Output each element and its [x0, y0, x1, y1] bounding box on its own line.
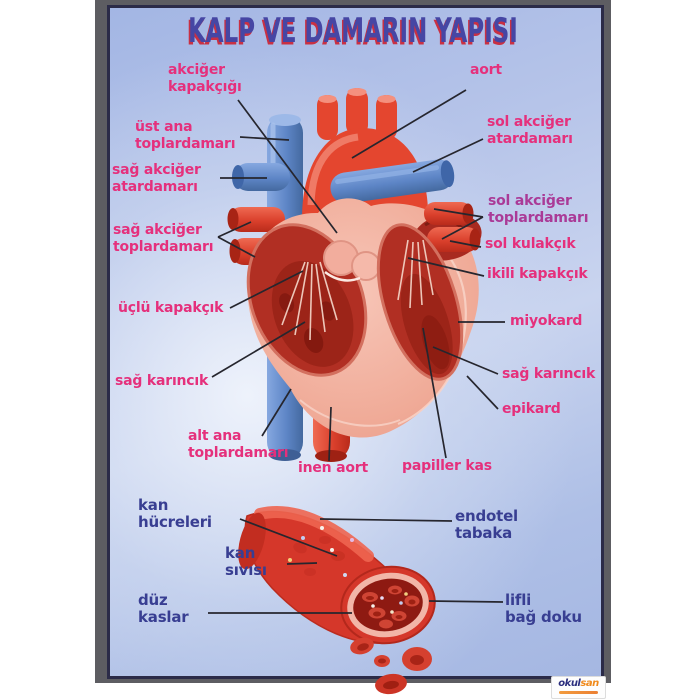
label-lifli-bag-doku: lifli bağ doku	[505, 592, 582, 626]
label-line: atardamarı	[487, 131, 573, 147]
label-line: sol akciğer	[487, 114, 571, 130]
label-line: sol akciğer	[488, 193, 572, 209]
label-sag-karincik-sag: sağ karıncık	[502, 366, 595, 383]
label-line: inen aort	[298, 460, 368, 476]
label-line: tabaka	[455, 524, 513, 542]
poster-title: KALP VE DAMARIN YAPISI	[188, 12, 518, 51]
label-alt-ana-toplardamari: alt ana toplardamarı	[188, 428, 288, 462]
label-miyokard: miyokard	[510, 313, 582, 330]
label-sol-akciger-atardamari: sol akciğer atardamarı	[487, 114, 573, 148]
logo-text-secondary: san	[580, 678, 599, 689]
label-line: papiller kas	[402, 458, 492, 474]
label-kan-hucreleri: kan hücreleri	[138, 497, 212, 531]
label-line: sağ karıncık	[115, 373, 209, 389]
label-line: üst ana	[135, 119, 193, 135]
label-line: miyokard	[510, 313, 583, 329]
label-sag-karincik-sol: sağ karıncık	[115, 373, 208, 390]
label-line: kan	[225, 544, 256, 562]
label-line: toplardamarı	[188, 445, 289, 461]
label-akciger-kapakcigi: akciğer kapakçığı	[168, 62, 242, 96]
label-uclu-kapakcik: üçlü kapakçık	[118, 300, 223, 317]
label-duz-kaslar: düz kaslar	[138, 592, 189, 626]
label-line: lifli	[505, 591, 532, 609]
logo-text-primary: okul	[558, 678, 581, 689]
label-aort: aort	[470, 62, 502, 79]
label-endotel-tabaka: endotel tabaka	[455, 508, 518, 542]
logo-tagline-bar	[559, 691, 598, 694]
label-line: bağ doku	[505, 608, 582, 626]
label-line: hücreleri	[138, 513, 212, 531]
label-sol-akciger-toplardamari: sol akciğer toplardamarı	[488, 193, 588, 227]
label-line: kaslar	[138, 608, 189, 626]
label-inen-aort: inen aort	[298, 460, 368, 477]
label-line: epikard	[502, 401, 561, 417]
publisher-logo-text: okulsan	[552, 679, 605, 689]
publisher-logo: okulsan	[551, 676, 606, 699]
label-line: toplardamarı	[488, 210, 589, 226]
label-line: kan	[138, 496, 169, 514]
label-sag-akciger-toplardamari: sağ akciğer toplardamarı	[113, 222, 213, 256]
label-line: ikili kapakçık	[487, 266, 588, 282]
label-ust-ana-toplardamari: üst ana toplardamarı	[135, 119, 235, 153]
label-line: sol kulakçık	[485, 236, 576, 252]
label-line: sağ akciğer	[113, 222, 202, 238]
poster-background	[107, 5, 604, 679]
label-line: aort	[470, 62, 502, 78]
label-line: toplardamarı	[113, 239, 214, 255]
label-line: sağ akciğer	[112, 162, 201, 178]
label-line: düz	[138, 591, 168, 609]
label-line: akciğer	[168, 62, 225, 78]
label-line: sıvısı	[225, 561, 267, 579]
label-kan-sivisi: kan sıvısı	[225, 545, 267, 579]
label-ikili-kapakcik: ikili kapakçık	[487, 266, 588, 283]
label-line: toplardamarı	[135, 136, 236, 152]
label-epikard: epikard	[502, 401, 561, 418]
label-sag-akciger-atardamari: sağ akciğer atardamarı	[112, 162, 201, 196]
label-line: atardamarı	[112, 179, 198, 195]
poster-frame	[95, 0, 611, 683]
label-line: üçlü kapakçık	[118, 300, 224, 316]
label-line: kapakçığı	[168, 79, 242, 95]
label-line: sağ karıncık	[502, 366, 596, 382]
label-papiller-kas: papiller kas	[402, 458, 492, 475]
label-line: alt ana	[188, 428, 242, 444]
label-line: endotel	[455, 507, 518, 525]
label-sol-kulakcik: sol kulakçık	[485, 236, 576, 253]
